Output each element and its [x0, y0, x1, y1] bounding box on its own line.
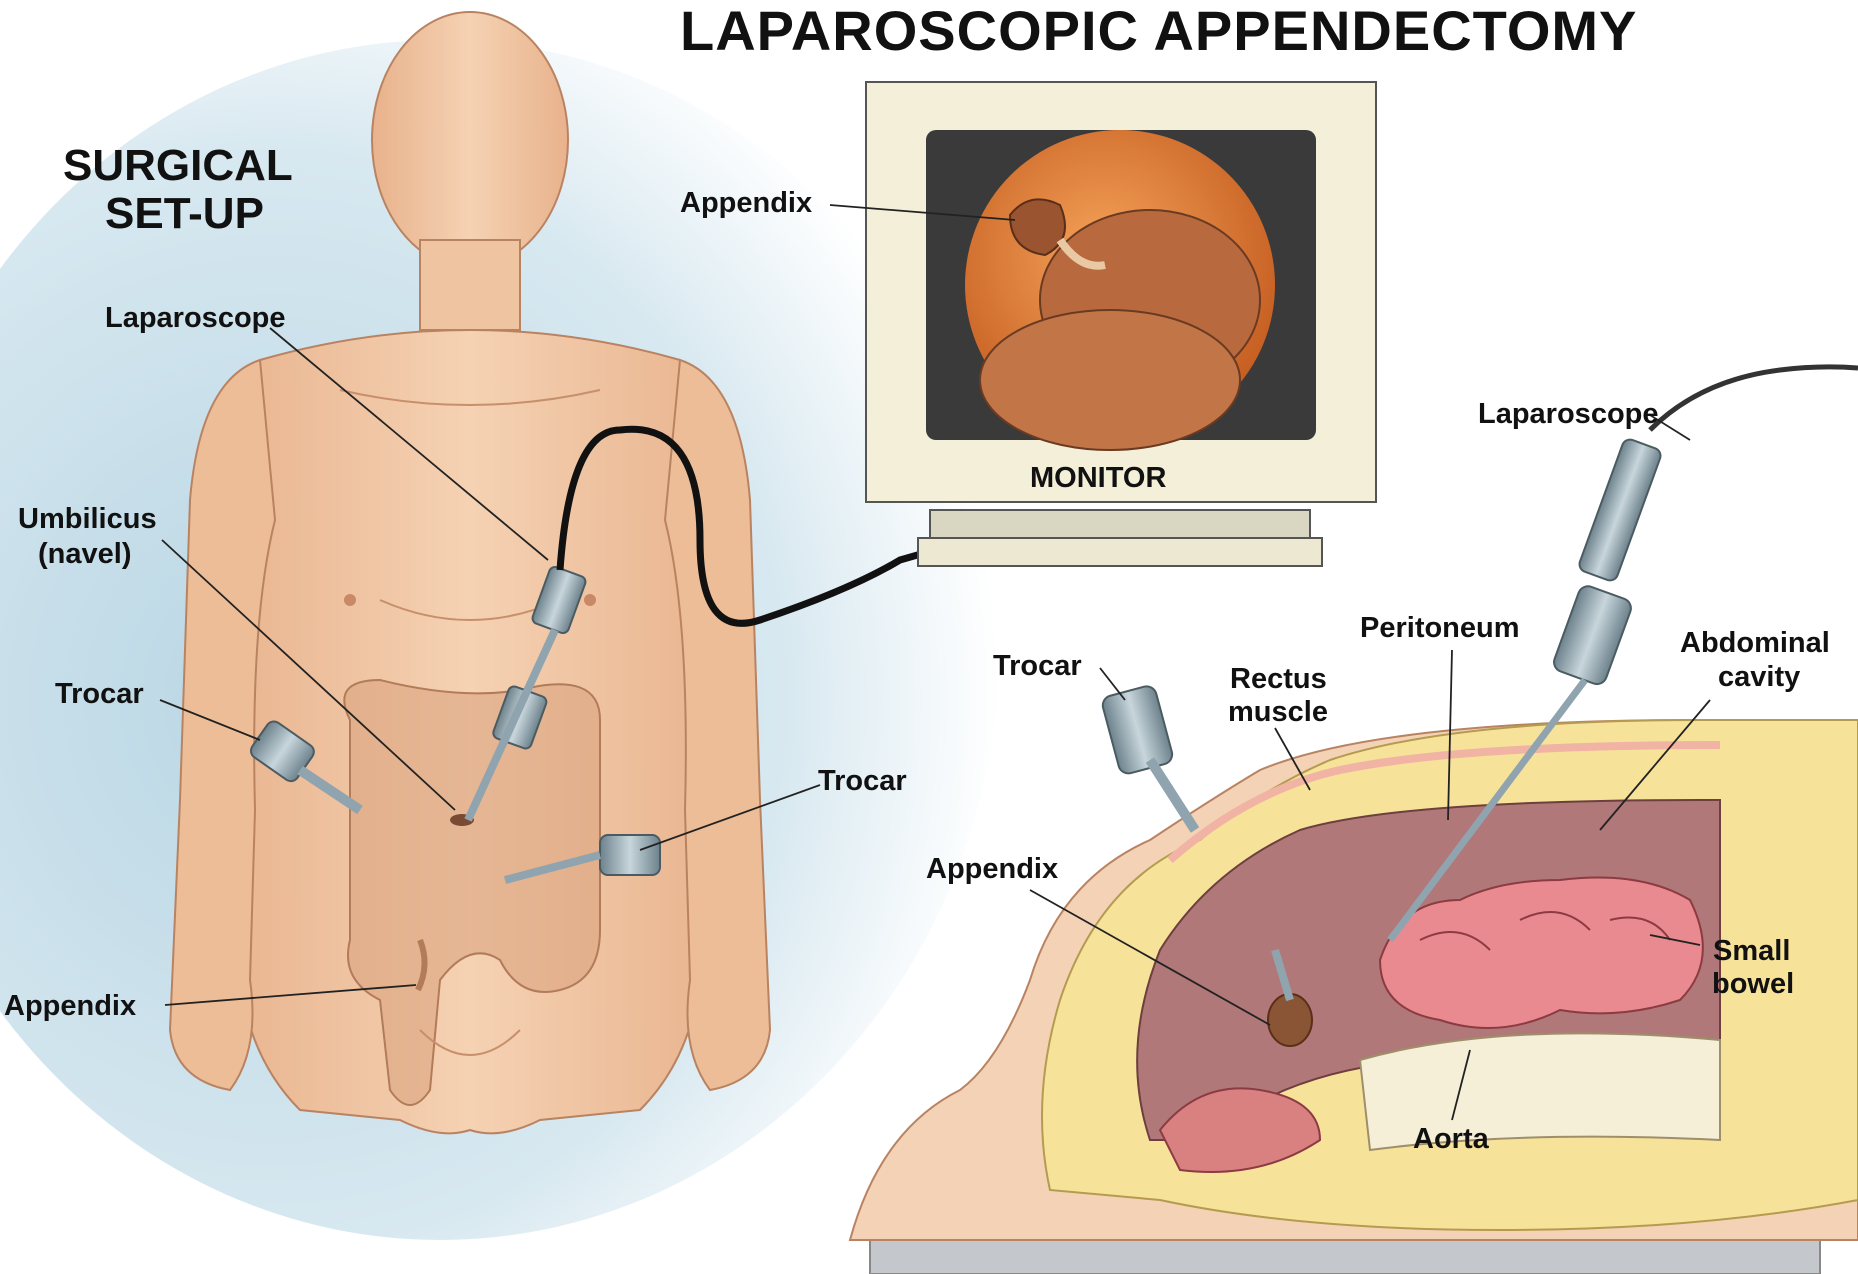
label-abdominal-line1: Abdominal	[1680, 627, 1830, 659]
label-monitor: MONITOR	[1030, 462, 1166, 494]
diagram-title: LAPAROSCOPIC APPENDECTOMY	[680, 0, 1637, 62]
label-laparoscope-left: Laparoscope	[105, 302, 286, 334]
label-laparoscope-right: Laparoscope	[1478, 398, 1659, 430]
label-small-bowel-line1: Small	[1713, 935, 1790, 967]
label-appendix-section: Appendix	[926, 853, 1058, 885]
label-appendix-left: Appendix	[4, 990, 136, 1022]
label-small-bowel-line2: bowel	[1712, 968, 1794, 1000]
label-aorta: Aorta	[1413, 1123, 1490, 1155]
surgical-setup-line1: SURGICAL	[63, 141, 293, 190]
label-trocar-right: Trocar	[818, 765, 907, 797]
label-abdominal-line2: cavity	[1718, 661, 1800, 693]
cross-section	[850, 720, 1858, 1274]
label-umbilicus-line2: (navel)	[38, 538, 131, 570]
right-trocar-instrument-section	[1101, 684, 1195, 830]
label-trocar-left: Trocar	[55, 678, 144, 710]
label-trocar-section: Trocar	[993, 650, 1082, 682]
label-rectus-line1: Rectus	[1230, 663, 1327, 695]
label-umbilicus-line1: Umbilicus	[18, 503, 157, 535]
label-appendix-monitor: Appendix	[680, 187, 812, 219]
surgical-setup-line2: SET-UP	[105, 189, 264, 238]
label-peritoneum: Peritoneum	[1360, 612, 1520, 644]
label-rectus-line2: muscle	[1228, 696, 1328, 728]
